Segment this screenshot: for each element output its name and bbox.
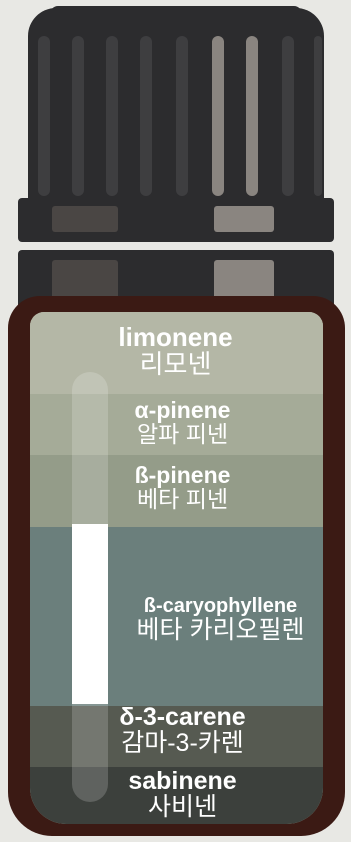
label-en: sabinene [128, 767, 237, 795]
cap-ring-mark-highlight [214, 206, 274, 232]
label-ko: 베타 피넨 [136, 486, 229, 513]
cap-ring-mark [52, 206, 118, 232]
layer-limonene [30, 312, 323, 394]
cap-groove [106, 36, 118, 196]
label-limonene: limonene 리모넨 [0, 322, 351, 380]
layer-alpha-pinene [30, 394, 323, 455]
layer-delta-3-carene [30, 706, 323, 767]
layer-beta-pinene [30, 455, 323, 527]
label-ko: 베타 카리오필렌 [136, 616, 305, 644]
label-ko: 리모넨 [139, 349, 212, 380]
label-en: ß-caryophyllene [143, 595, 298, 617]
label-en: δ-3-carene [119, 703, 246, 731]
label-ko: 사비넨 [147, 793, 217, 822]
label-beta-pinene: ß-pinene 베타 피넨 [0, 463, 351, 511]
label-en: α-pinene [134, 397, 231, 423]
label-delta-3-carene: δ-3-carene 감마-3-카렌 [0, 704, 351, 757]
label-ko: 감마-3-카렌 [121, 729, 244, 758]
bottle-highlight-fill [72, 524, 108, 704]
label-en: ß-pinene [134, 462, 231, 488]
cap-groove [72, 36, 84, 196]
label-beta-caryophyllene: ß-caryophyllene 베타 카리오필렌 [0, 595, 351, 644]
cap-groove-highlight [246, 36, 258, 196]
cap-groove [282, 36, 294, 196]
layer-sabinene [30, 767, 323, 824]
label-en: limonene [118, 322, 233, 352]
cap-groove [140, 36, 152, 196]
cap-groove [38, 36, 50, 196]
label-sabinene: sabinene 사비넨 [0, 768, 351, 821]
cap-ring-mark [52, 260, 118, 302]
label-alpha-pinene: α-pinene 알파 피넨 [0, 398, 351, 446]
cap-groove-highlight [212, 36, 224, 196]
cap-groove [176, 36, 188, 196]
cap-ring-mark-highlight [214, 260, 274, 302]
cap-groove [314, 36, 322, 196]
label-ko: 알파 피넨 [136, 421, 229, 448]
